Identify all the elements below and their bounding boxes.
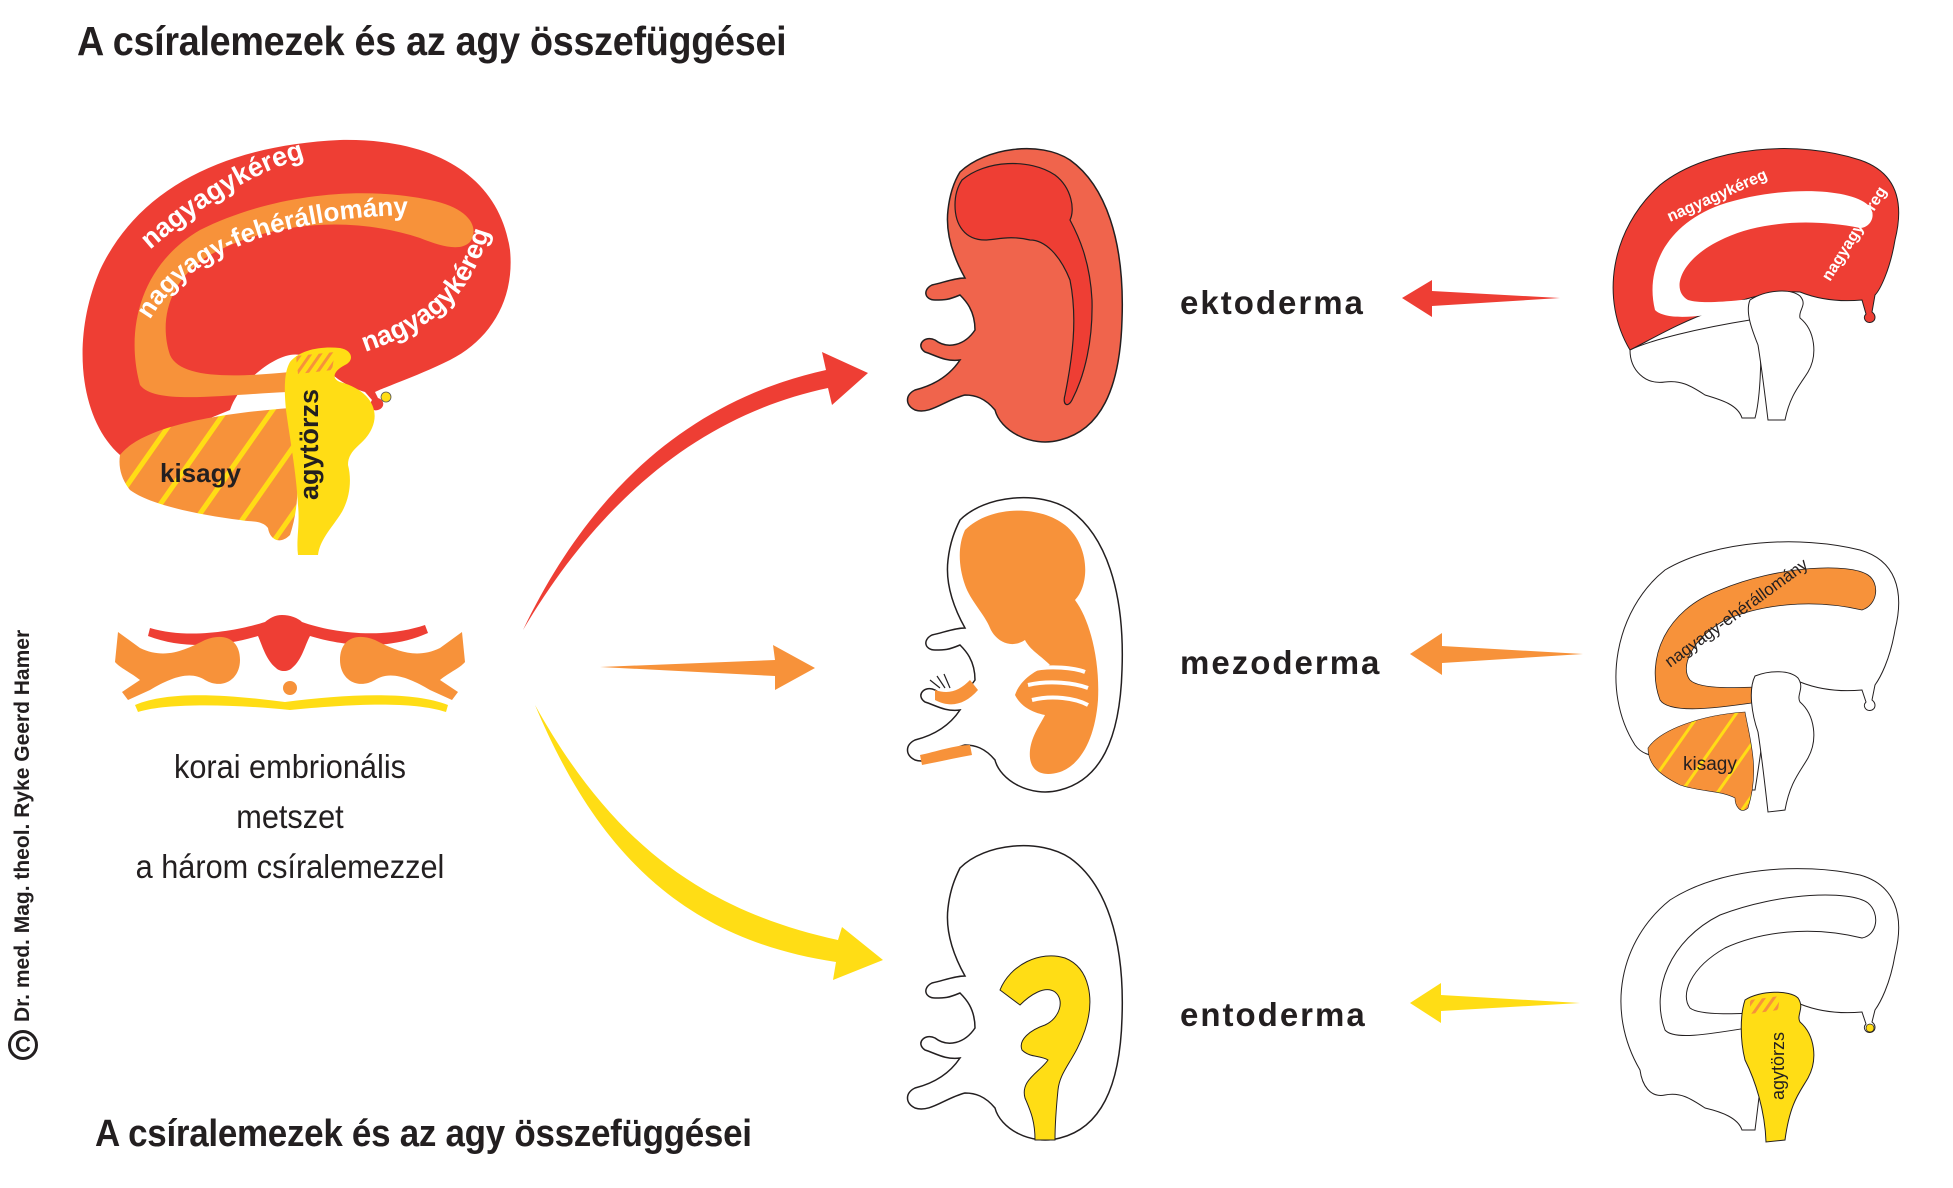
caption-line-1: korai embrionális: [174, 748, 406, 785]
arrow-to-mesoderm: [600, 645, 815, 690]
embryo-ectoderm: [906, 147, 1124, 443]
left-brain-illustration: nagyagykéreg nagyagy-fehérállomány nagya…: [82, 135, 511, 555]
embryonic-cross-section: [115, 615, 465, 712]
label-ektoderma: ektoderma: [1180, 284, 1365, 321]
label-endo-brainstem: agytörzs: [1768, 1032, 1788, 1100]
arrow-ectoderm-left: [1402, 280, 1560, 317]
cross-section-caption: korai embrionális metszet a három csíral…: [85, 742, 494, 892]
caption-line-2: metszet: [236, 798, 344, 835]
arrow-mesoderm-left: [1410, 633, 1583, 675]
right-brain-ectoderm: nagyagykéreg nagyagykéreg: [1612, 148, 1900, 421]
embryo-endoderm: [906, 844, 1124, 1141]
footer-title: A csíralemezek és az agy összefüggései: [95, 1113, 752, 1155]
label-cerebellum: kisagy: [160, 458, 241, 488]
label-brainstem: agytörzs: [294, 389, 324, 500]
right-brain-endoderm: agytörzs: [1620, 868, 1900, 1143]
label-mezoderma: mezoderma: [1180, 644, 1382, 681]
right-brain-mesoderm: nagyagy-ehérállomány kisagy: [1615, 541, 1900, 813]
arrow-to-ectoderm: [523, 352, 868, 630]
caption-line-3: a három csíralemezzel: [135, 848, 445, 885]
embryo-mesoderm: [906, 496, 1124, 793]
arrow-endoderm-left: [1410, 983, 1580, 1023]
page-title: A csíralemezek és az agy összefüggései: [77, 18, 787, 64]
label-entoderma: entoderma: [1180, 996, 1367, 1033]
arrow-to-endoderm: [535, 705, 883, 980]
label-meso-cerebellum: kisagy: [1683, 754, 1737, 775]
